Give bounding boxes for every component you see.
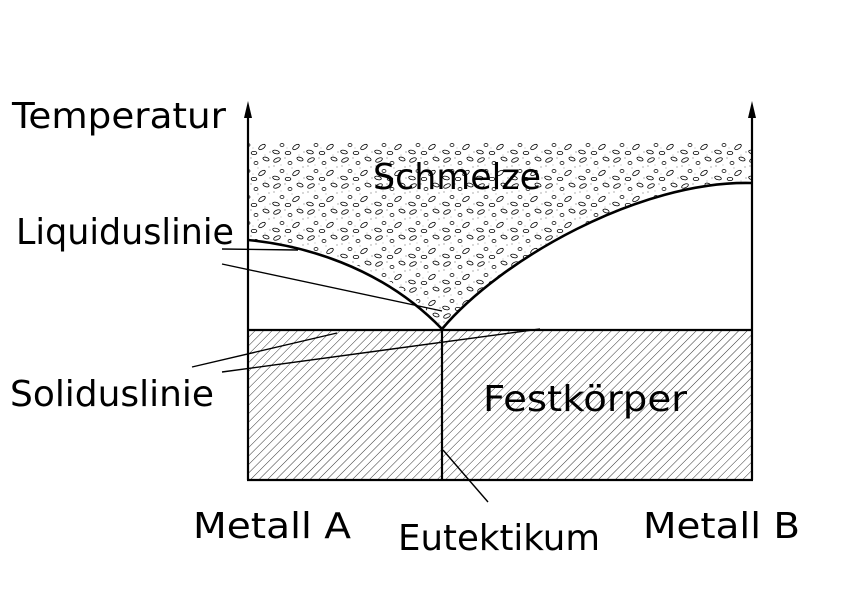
region-label-melt: Schmelze (373, 157, 541, 198)
right-axis (748, 101, 756, 480)
liquidus-curve-right (441, 181, 753, 330)
axis-label-temperature: Temperatur (11, 96, 226, 137)
region-label-solid: Festkörper (483, 379, 687, 420)
x-label-metal-b: Metall B (643, 506, 800, 547)
x-label-metal-a: Metall A (193, 506, 351, 547)
arrow-up-icon (244, 101, 252, 118)
callout-liquidus: Liquiduslinie (16, 212, 234, 253)
melt-region (248, 143, 752, 329)
leader-lines (191, 248, 541, 503)
callout-solidus: Soliduslinie (10, 374, 214, 415)
arrow-up-icon (748, 101, 756, 118)
left-axis (244, 101, 252, 480)
solid-region (248, 330, 752, 480)
callout-eutectic: Eutektikum (398, 518, 600, 559)
liquidus-curve-left (247, 238, 443, 330)
